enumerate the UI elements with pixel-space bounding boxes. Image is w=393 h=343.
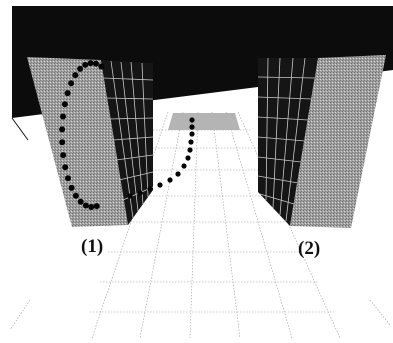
left-wall-label: (1) bbox=[81, 236, 104, 257]
trajectory-dot bbox=[59, 139, 66, 146]
trajectory-dot bbox=[185, 155, 191, 161]
trajectory-dot bbox=[87, 60, 94, 67]
trajectory-dot bbox=[181, 163, 187, 169]
trajectory-dot bbox=[77, 198, 84, 205]
trajectory-dot bbox=[82, 61, 89, 68]
trajectory-dot bbox=[82, 202, 89, 209]
trajectory-dot bbox=[189, 117, 195, 123]
trajectory-dot bbox=[68, 184, 75, 191]
right-wall-grid bbox=[257, 57, 316, 222]
dot-trajectory bbox=[59, 60, 195, 210]
left-wall-front bbox=[27, 57, 128, 227]
trajectory-dot bbox=[61, 101, 68, 108]
trajectory-dot bbox=[137, 190, 143, 196]
trajectory-dot bbox=[147, 186, 153, 192]
trajectory-dot bbox=[77, 65, 84, 72]
trajectory-dot bbox=[188, 139, 194, 145]
corner-mark bbox=[11, 117, 29, 141]
trajectory-dot bbox=[88, 204, 95, 210]
far-floor-patch bbox=[168, 113, 240, 130]
trajectory-dot bbox=[59, 126, 66, 133]
trajectory-dot bbox=[93, 60, 99, 67]
left-wall-grid bbox=[102, 60, 154, 219]
trajectory-dot bbox=[72, 72, 79, 79]
trajectory-dot bbox=[189, 124, 195, 130]
right-wall-front bbox=[290, 55, 386, 228]
trajectory-dot bbox=[93, 203, 100, 210]
trajectory-dot bbox=[72, 192, 79, 199]
trajectory-dot bbox=[187, 147, 193, 153]
trajectory-dot bbox=[167, 177, 173, 183]
trajectory-dot bbox=[68, 80, 75, 87]
trajectory-dot bbox=[65, 175, 71, 182]
trajectory-dot bbox=[98, 63, 105, 70]
trajectory-dot bbox=[60, 113, 66, 120]
trajectory-dot bbox=[157, 182, 163, 188]
right-wall-label: (2) bbox=[298, 238, 321, 259]
trajectory-dot bbox=[64, 90, 71, 97]
trajectory-dot bbox=[60, 152, 67, 159]
right-wall-inner-face bbox=[258, 58, 318, 226]
trajectory-dot bbox=[189, 131, 195, 137]
left-wall-inner-face bbox=[101, 60, 153, 225]
trajectory-dot bbox=[62, 164, 69, 171]
trajectory-dot bbox=[175, 171, 181, 177]
trajectory-dot bbox=[127, 193, 133, 199]
